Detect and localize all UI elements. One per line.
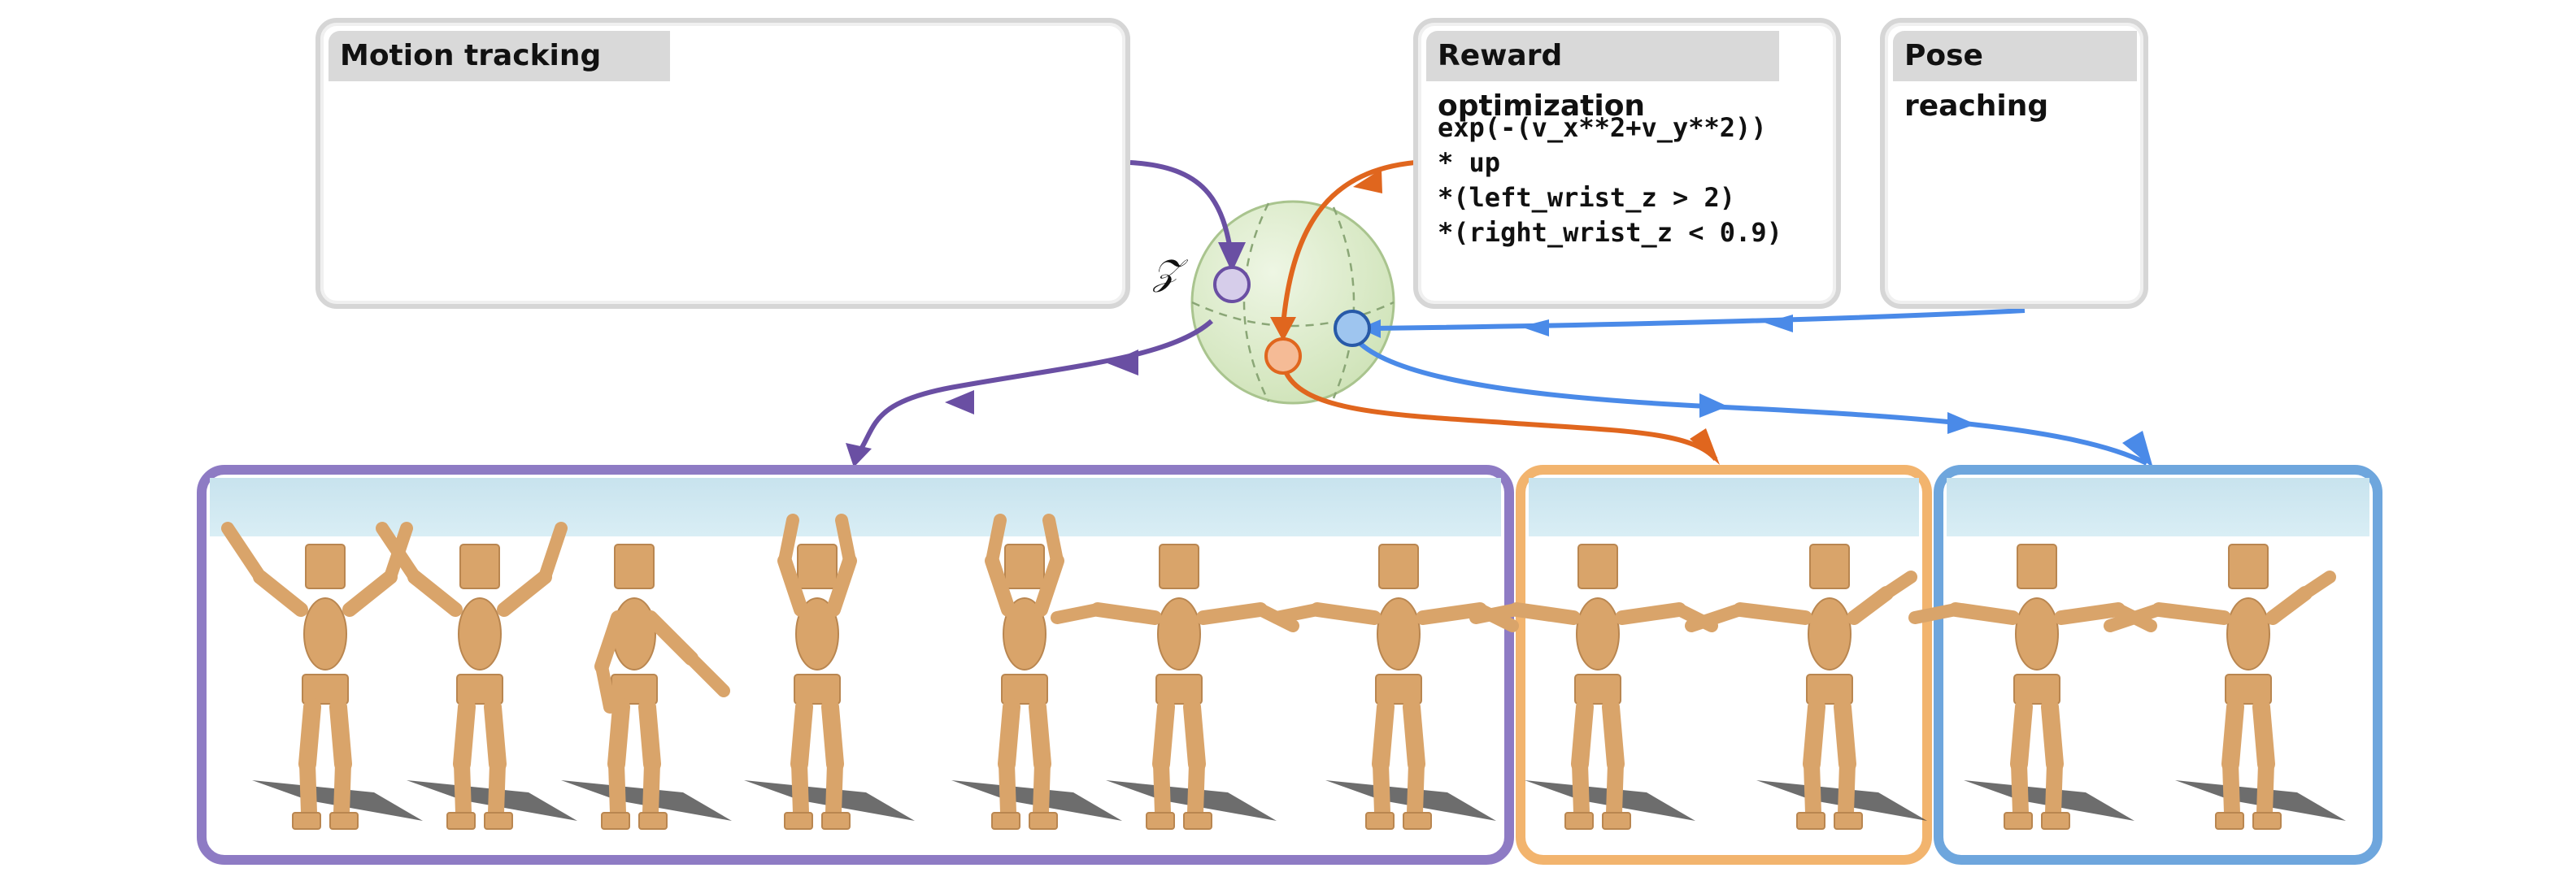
reward-code-line-4: *(right_wrist_z < 0.9) — [1438, 217, 1782, 248]
humanoid-figure-3 — [561, 544, 732, 830]
reward-arrowhead-in — [1270, 317, 1296, 341]
pose-reaching-title: Pose reaching — [1893, 31, 2137, 123]
reward-latent-point — [1264, 337, 1302, 375]
tracking-arrowhead-out — [846, 443, 872, 467]
motion-tracking-title: Motion tracking — [329, 31, 670, 81]
reward-optimization-panel: Reward optimization exp(-(v_x**2+v_y**2)… — [1413, 18, 1841, 309]
humanoid-figure-9 — [1685, 544, 1927, 830]
pose-arrowhead-out2 — [1947, 412, 1976, 434]
humanoid-figure-10 — [1908, 544, 2157, 830]
pose-arrowhead-mid2 — [1521, 319, 1549, 336]
reward-arrowhead-mid — [1353, 169, 1382, 193]
tracking-arrowhead-mid — [1107, 349, 1138, 375]
pose-reaching-panel: Pose reaching — [1880, 18, 2148, 309]
pose-output-arrow — [1355, 339, 2148, 466]
humanoid-figure-11 — [2104, 544, 2346, 830]
humanoid-figure-7 — [1270, 544, 1519, 830]
latent-sphere — [1190, 200, 1395, 405]
tracking-arrowhead-mid2 — [945, 390, 974, 414]
humanoid-figure-2 — [376, 522, 577, 830]
tracking-input-arrow — [1129, 160, 1234, 261]
reward-input-arrow — [1281, 160, 1416, 326]
reward-code-line-2: * up — [1438, 147, 1501, 178]
reward-code-line-1: exp(-(v_x**2+v_y**2)) — [1438, 112, 1767, 143]
latent-space-label: 𝒵 — [1153, 252, 1181, 293]
humanoid-layer — [221, 514, 2346, 830]
tracking-output-arrow — [851, 319, 1214, 461]
reward-output-arrow — [1282, 368, 1718, 462]
humanoid-figure-1 — [221, 522, 423, 830]
motion-tracking-panel: Motion tracking — [315, 18, 1130, 309]
humanoid-figure-5 — [951, 514, 1122, 830]
pose-input-arrow — [1373, 308, 2026, 331]
reward-optimization-title: Reward optimization — [1426, 31, 1779, 123]
pose-latent-point — [1334, 310, 1371, 347]
pose-arrowhead-out3 — [2122, 431, 2153, 468]
reward-arrowhead-out — [1690, 428, 1720, 465]
pose-arrowhead-out1 — [1699, 393, 1728, 418]
pose-arrowhead-mid — [1764, 315, 1793, 332]
tracking-latent-point — [1213, 266, 1251, 303]
tracking-arrowhead-in — [1218, 242, 1246, 272]
humanoid-figure-4 — [744, 514, 915, 830]
reward-code-line-3: *(left_wrist_z > 2) — [1438, 182, 1736, 213]
